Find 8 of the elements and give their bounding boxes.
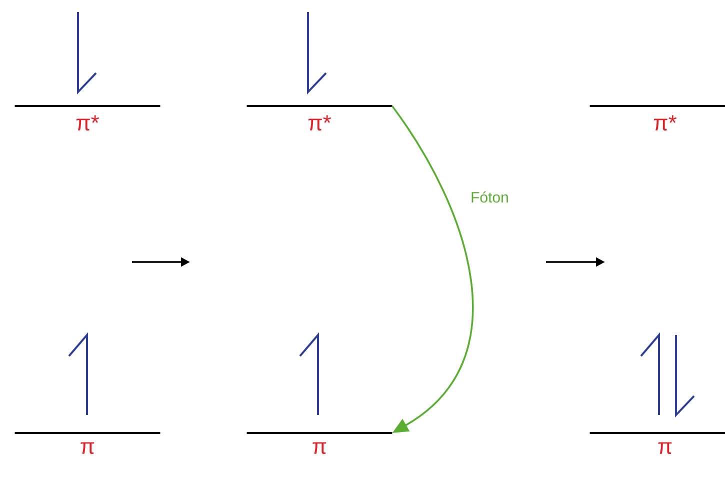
edge-label: Fóton — [472, 191, 508, 203]
energy-level: π — [246, 432, 392, 454]
energy-level: π — [590, 432, 725, 454]
photon-arrow — [391, 105, 474, 433]
energy-level: π* — [246, 105, 392, 131]
energy-level: π — [14, 432, 160, 454]
energy-level: π* — [590, 105, 725, 131]
energy-level: π* — [14, 105, 160, 131]
